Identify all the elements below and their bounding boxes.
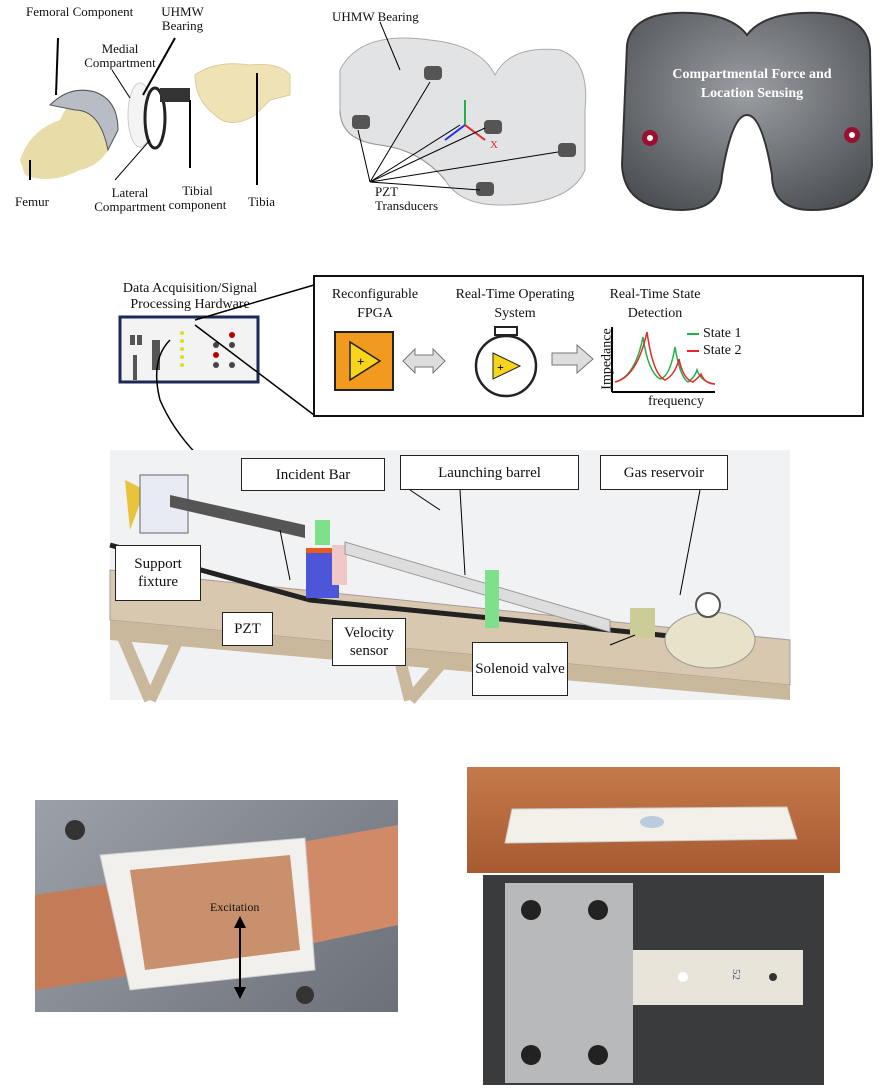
label-fpga: Reconfigurable FPGA <box>331 287 419 321</box>
hardware-connector-lines <box>118 284 315 521</box>
legend-state2: State 2 <box>703 343 742 358</box>
bearing-cad-illustration: X <box>339 21 587 206</box>
label-launching-barrel: Launching barrel <box>400 455 579 490</box>
specimen-photo <box>467 767 840 873</box>
label-velocity-sensor: Velocity sensor <box>332 618 406 666</box>
knee-implant-panel: Femoral Component UHMW Bearing Medial Co… <box>0 0 300 215</box>
pzt-patch-illustration <box>35 820 398 1004</box>
label-femur: Femur <box>15 194 49 209</box>
svg-text:+: + <box>357 354 364 369</box>
label-tibia: Tibia <box>248 194 275 209</box>
sensing-panel: Compartmental Force and Location Sensing <box>612 5 882 215</box>
sensing-title: Compartmental Force and Location Sensing <box>672 67 832 101</box>
state1-curve <box>614 336 716 385</box>
arrow-right-icon <box>551 343 594 375</box>
specimen-number: 52 <box>730 969 742 980</box>
bearing-cad-panel: X UHMW Bearing PZT Transducers <box>320 0 610 215</box>
label-state-detection: Real-Time State Detection <box>609 287 701 321</box>
label-femoral-component: Femoral Component <box>26 4 134 19</box>
label-pzt-transducers: PZT Transducers <box>375 184 439 213</box>
processing-pipeline-box: Reconfigurable FPGA Real-Time Operating … <box>313 275 864 417</box>
label-tibial-component: Tibial component <box>168 183 227 212</box>
label-incident-bar: Incident Bar <box>241 458 385 491</box>
label-gas-reservoir: Gas reservoir <box>600 455 728 490</box>
label-medial-compartment: Medial Compartment <box>84 41 156 70</box>
test-rig-illustration <box>109 474 791 704</box>
specimen-illustration <box>504 806 798 844</box>
fixture-photo: 52 <box>483 875 824 1085</box>
label-hardware: Data Acquisition/Signal Processing Hardw… <box>122 281 258 312</box>
label-lateral-compartment: Lateral Compartment <box>94 185 166 214</box>
ylabel-impedance: Impedance <box>599 328 615 390</box>
test-rig-render <box>109 450 791 704</box>
pipeline-graphics: + + <box>334 326 716 398</box>
axis-x-label: X <box>490 139 498 151</box>
label-pzt: PZT <box>222 612 273 646</box>
label-excitation: Excitation <box>210 900 260 914</box>
sensing-bearing-shape <box>620 11 874 212</box>
label-uhmw-bearing: UHMW Bearing <box>161 4 204 33</box>
bidirectional-arrow-icon <box>402 347 446 375</box>
xlabel-frequency: frequency <box>648 394 704 409</box>
legend-state1: State 1 <box>703 326 742 341</box>
pzt-patch-photo: Excitation <box>35 800 398 1012</box>
label-solenoid-valve: Solenoid valve <box>472 642 568 696</box>
label-support-fixture: Support fixture <box>115 545 201 601</box>
knee-implant-illustration <box>20 37 291 185</box>
state2-curve <box>614 331 716 385</box>
label-uhmw-bearing-cad: UHMW Bearing <box>332 9 419 24</box>
fixture-illustration: 52 <box>505 883 803 1083</box>
svg-text:+: + <box>497 360 504 374</box>
label-rtos: Real-Time Operating System <box>455 287 575 321</box>
